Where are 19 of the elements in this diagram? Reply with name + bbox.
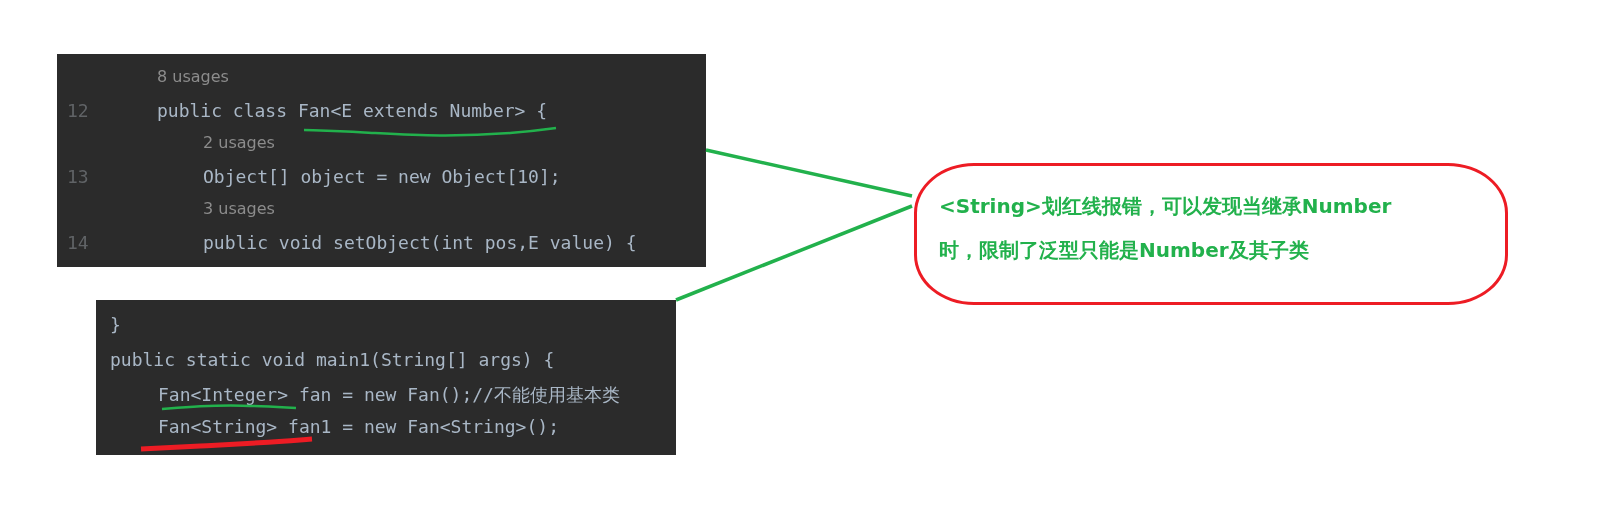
connector-line — [675, 204, 913, 302]
callout-bubble — [914, 163, 1508, 305]
code-line: Fan<Integer> fan = new Fan();//不能使用基本类 — [158, 383, 620, 407]
code-screenshot-panel — [57, 54, 706, 267]
code-line: public void setObject(int pos,E value) { — [203, 232, 637, 253]
code-screenshot-panel — [96, 300, 676, 455]
code-line: } — [110, 314, 121, 335]
code-line: public class Fan<E extends Number> { — [157, 100, 548, 121]
callout-text: <String>划红线报错，可以发现当继承Number时，限制了泛型只能是Number及其子类 — [939, 193, 1393, 264]
usage-hint: 8 usages — [157, 67, 229, 86]
usage-hint: 2 usages — [203, 133, 275, 152]
line-number: 14 — [67, 232, 89, 253]
code-line: Object[] object = new Object[10]; — [203, 166, 561, 187]
code-line: Fan<String> fan1 = new Fan<String>(); — [158, 416, 559, 437]
line-number: 13 — [67, 166, 89, 187]
line-number: 12 — [67, 100, 89, 121]
code-line: public static void main1(String[] args) { — [110, 349, 555, 370]
connector-line — [705, 148, 913, 198]
usage-hint: 3 usages — [203, 199, 275, 218]
